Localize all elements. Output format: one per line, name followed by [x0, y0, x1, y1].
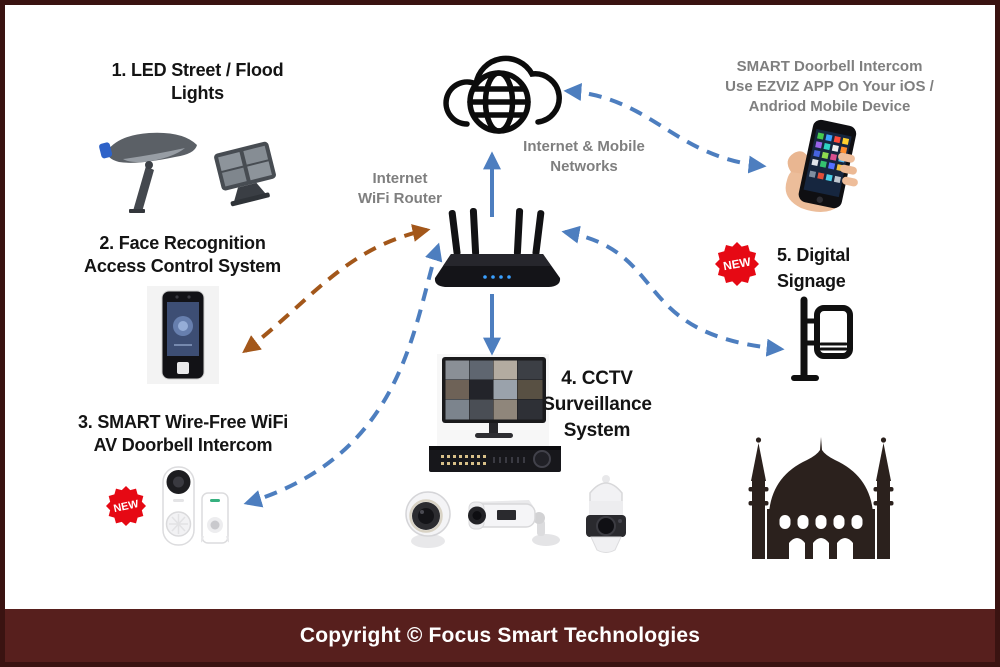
- cctv-section-title: 4. CCTV Surveillance System: [542, 368, 652, 442]
- mosque-silhouette-icon: [748, 437, 894, 560]
- digital-signage-stand-icon: [791, 296, 853, 381]
- face-section-title: 2. Face Recognition Access Control Syste…: [84, 233, 281, 277]
- new-badge-signage: NEW: [715, 242, 759, 286]
- internet-cloud-globe-icon: [443, 55, 562, 134]
- cloud-label: Internet & Mobile Networks: [523, 138, 645, 175]
- copyright-footer: Copyright © Focus Smart Technologies: [5, 609, 995, 662]
- router-label: Internet WiFi Router: [357, 170, 443, 207]
- led-flood-light-icon: [214, 141, 276, 207]
- doorbell-chime-icon: [201, 492, 229, 544]
- new-badge-doorbell-text: NEW: [113, 498, 141, 515]
- led-section-title: 1. LED Street / Flood Lights: [111, 60, 284, 104]
- cctv-monitor-icon: [442, 357, 546, 438]
- face-recognition-terminal-icon: [147, 286, 219, 384]
- smartphone-in-hand-icon: [785, 119, 858, 213]
- copyright-text: Copyright © Focus Smart Technologies: [299, 623, 701, 647]
- signage-section-title: 5. Digital Signage: [777, 245, 851, 292]
- dvr-recorder-icon: [429, 446, 561, 472]
- arrow-router-doorbell: [243, 242, 443, 508]
- new-badge-doorbell: NEW: [106, 486, 146, 526]
- bullet-camera-icon: [468, 500, 560, 546]
- mobile-caption: SMART Doorbell Intercom Use EZVIZ APP On…: [725, 58, 934, 115]
- dome-camera-icon: [405, 491, 451, 548]
- led-street-light-icon: [99, 132, 197, 213]
- doorbell-section-title: 3. SMART Wire-Free WiFi AV Doorbell Inte…: [77, 412, 289, 456]
- video-doorbell-icon: [162, 466, 195, 546]
- wifi-router-icon: [434, 207, 561, 287]
- ptz-camera-icon: [586, 475, 626, 553]
